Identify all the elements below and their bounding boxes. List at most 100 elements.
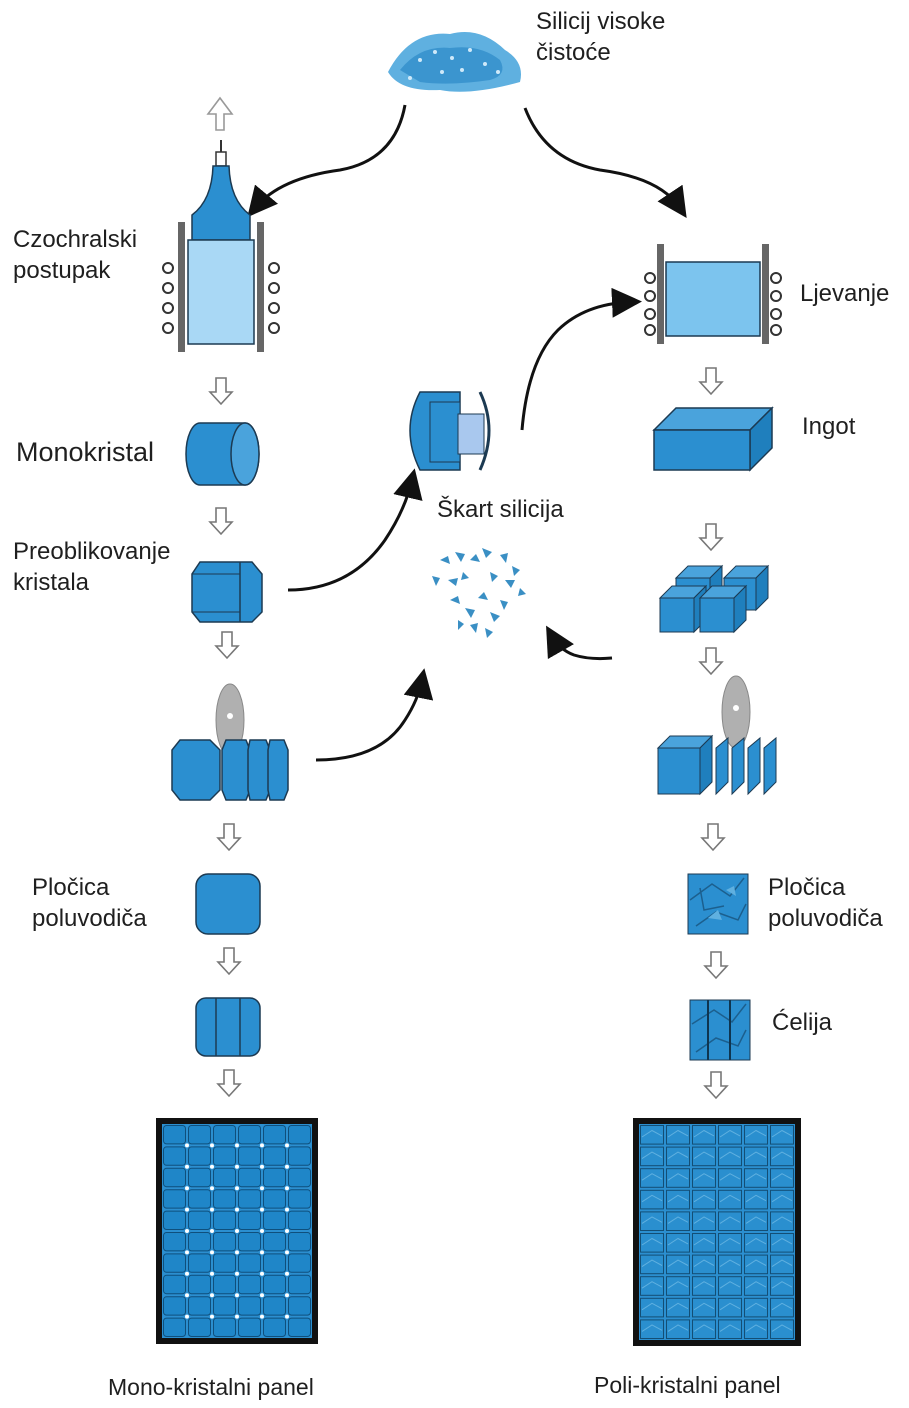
- panel-cell: [640, 1276, 664, 1296]
- label-czochralski-line2: postupak: [13, 257, 111, 284]
- panel-crystal-grain: [771, 1216, 793, 1224]
- panel-crystal-grain: [719, 1151, 741, 1160]
- panel-crystal-grain: [641, 1324, 663, 1332]
- panel-cell-gap: [260, 1314, 264, 1319]
- panel-cell: [263, 1296, 286, 1316]
- panel-cell-gap: [210, 1143, 214, 1148]
- poly-ingot-icon: [652, 406, 774, 472]
- panel-crystal-grain: [771, 1259, 793, 1268]
- panel-cell: [666, 1125, 690, 1145]
- panel-crystal-grain: [771, 1302, 793, 1311]
- panel-cell-gap: [260, 1164, 264, 1169]
- panel-cell: [692, 1254, 716, 1275]
- panel-cell-gap: [185, 1143, 189, 1148]
- panel-cell: [718, 1211, 742, 1232]
- panel-cell-gap: [210, 1186, 214, 1191]
- panel-cell-gap: [210, 1293, 214, 1298]
- panel-cell: [213, 1232, 236, 1252]
- reshaped-crystal-icon: [191, 561, 263, 623]
- panel-cell-gap: [260, 1229, 264, 1233]
- poly-wafer-icon: [687, 873, 749, 935]
- panel-crystal-grain: [719, 1259, 741, 1268]
- mono-panel-icon: [156, 1118, 318, 1344]
- panel-crystal-grain: [641, 1237, 663, 1246]
- panel-crystal-grain: [745, 1194, 767, 1203]
- panel-cell: [188, 1274, 211, 1295]
- panel-cell: [692, 1125, 716, 1145]
- panel-cell: [163, 1274, 186, 1295]
- panel-cell: [718, 1233, 742, 1253]
- panel-cell: [263, 1125, 286, 1145]
- panel-cell-gap: [185, 1293, 189, 1298]
- silicon-scrap-fragments-icon: [432, 548, 526, 638]
- pure-silicon-pile-icon: [388, 32, 521, 92]
- panel-crystal-grain: [641, 1216, 663, 1224]
- panel-cell-gap: [260, 1271, 264, 1276]
- panel-crystal-grain: [745, 1259, 767, 1268]
- panel-crystal-grain: [641, 1129, 663, 1138]
- panel-cell: [188, 1232, 211, 1252]
- panel-cell: [692, 1189, 716, 1210]
- pull-up-arrow-icon: [206, 96, 234, 131]
- panel-cell: [718, 1276, 742, 1296]
- panel-cell: [718, 1319, 742, 1340]
- panel-cell: [263, 1232, 286, 1252]
- panel-cell-gap: [235, 1229, 239, 1233]
- panel-cell: [288, 1274, 311, 1295]
- panel-cell-gap: [260, 1186, 264, 1191]
- panel-cell: [263, 1146, 286, 1166]
- poly-cell-icon: [689, 999, 751, 1061]
- panel-cell-gap: [260, 1293, 264, 1298]
- monocrystal-ingot-icon: [185, 422, 260, 486]
- label-cell: Ćelija: [772, 1009, 833, 1036]
- panel-cell-gap: [185, 1271, 189, 1276]
- panel-cell-gap: [285, 1186, 289, 1191]
- panel-cell: [692, 1233, 716, 1253]
- arrow-scrap-to-casting: [520, 287, 642, 431]
- panel-crystal-grain: [771, 1324, 793, 1332]
- label-pure-silicon: Silicij visoke čistoće: [536, 6, 665, 68]
- panel-cell: [692, 1168, 716, 1188]
- panel-cell: [744, 1211, 768, 1232]
- panel-crystal-grain: [719, 1281, 741, 1289]
- panel-crystal-grain: [719, 1302, 741, 1311]
- panel-crystal-grain: [667, 1324, 689, 1332]
- panel-cell: [744, 1276, 768, 1296]
- panel-cell: [163, 1125, 186, 1145]
- panel-crystal-grain: [641, 1173, 663, 1181]
- panel-cell: [188, 1253, 211, 1273]
- panel-cell: [163, 1296, 186, 1316]
- panel-cell: [666, 1233, 690, 1253]
- panel-crystal-grain: [693, 1129, 715, 1138]
- panel-crystal-grain: [745, 1151, 767, 1160]
- panel-cell: [770, 1125, 794, 1145]
- arrow-to-casting: [523, 107, 687, 218]
- panel-crystal-grain: [745, 1216, 767, 1224]
- label-pure-silicon-line2: čistoće: [536, 39, 611, 66]
- panel-cell: [238, 1125, 261, 1145]
- label-mono-wafer-line1: Pločica: [32, 874, 110, 901]
- panel-cell-gap: [235, 1293, 239, 1298]
- panel-crystal-grain: [693, 1194, 715, 1203]
- label-reshaping: Preoblikovanje kristala: [13, 536, 170, 598]
- panel-cell: [213, 1253, 236, 1273]
- panel-cell-gap: [185, 1207, 189, 1212]
- panel-cell-gap: [285, 1164, 289, 1169]
- panel-crystal-grain: [693, 1151, 715, 1160]
- panel-cell: [666, 1189, 690, 1210]
- panel-cell: [640, 1189, 664, 1210]
- panel-cell: [770, 1233, 794, 1253]
- panel-crystal-grain: [667, 1151, 689, 1160]
- panel-cell: [263, 1167, 286, 1188]
- label-scrap: Škart silicija: [437, 496, 564, 523]
- panel-crystal-grain: [771, 1281, 793, 1289]
- panel-crystal-grain: [667, 1237, 689, 1246]
- panel-cell-gap: [185, 1250, 189, 1255]
- panel-cell: [188, 1317, 211, 1337]
- panel-cell: [770, 1146, 794, 1167]
- arrow-reshape-to-scrap: [287, 468, 423, 592]
- label-mono-wafer: Pločica poluvodiča: [32, 872, 147, 934]
- panel-cell: [744, 1233, 768, 1253]
- panel-cell: [163, 1210, 186, 1230]
